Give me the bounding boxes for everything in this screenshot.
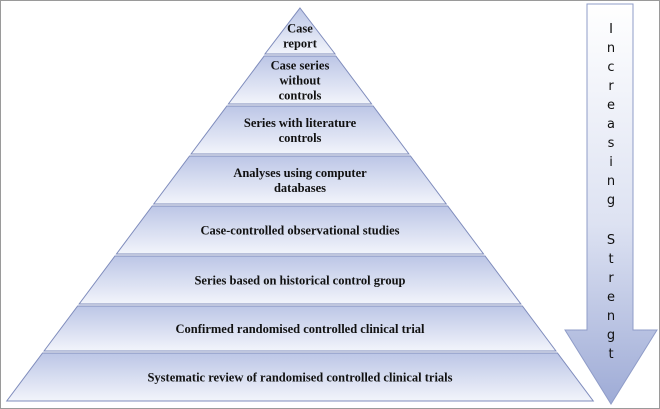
- arrow-letter: c: [607, 60, 614, 75]
- arrow-letter: I: [609, 22, 613, 37]
- tier-label: Confirmed randomised controlled clinical…: [175, 322, 425, 336]
- pyramid-tier: Case-controlled observational studies: [115, 205, 485, 255]
- arrow-letter: e: [607, 98, 615, 113]
- tier-label: Case-controlled observational studies: [200, 224, 399, 238]
- tier-label: Case: [287, 22, 313, 36]
- tier-shape: [115, 205, 485, 255]
- tier-shape: [190, 105, 410, 155]
- arrow-letter: r: [608, 271, 614, 286]
- tier-label: Series with literature: [244, 116, 357, 130]
- arrow-letter: t: [608, 252, 613, 267]
- arrow-letter: n: [607, 309, 615, 324]
- tier-label: report: [283, 37, 318, 51]
- arrow-letter: i: [609, 155, 613, 170]
- pyramid-tier: Confirmed randomised controlled clinical…: [43, 305, 557, 352]
- tier-label: controls: [279, 131, 322, 145]
- tier-shape: [227, 55, 373, 105]
- arrow-letter: g: [607, 193, 615, 208]
- arrow-letter: n: [607, 174, 615, 189]
- pyramid-tier: Series based on historical control group: [78, 255, 522, 305]
- arrow-letter: g: [607, 328, 615, 343]
- tier-shape: [43, 305, 557, 352]
- arrow-letter: a: [607, 117, 615, 132]
- tier-shape: [263, 7, 337, 55]
- arrow-letter: e: [607, 290, 615, 305]
- down-arrow-shape: [564, 3, 658, 405]
- tier-label: without: [280, 74, 322, 88]
- arrow-letter: n: [607, 41, 615, 56]
- tier-label: Case series: [271, 59, 330, 73]
- tier-label: Systematic review of randomised controll…: [147, 371, 452, 385]
- tier-label: Series based on historical control group: [194, 274, 405, 288]
- tier-shape: [152, 155, 448, 205]
- pyramid-tier: Systematic review of randomised controll…: [5, 352, 595, 402]
- arrow-letter: s: [608, 136, 615, 151]
- tier-label: Analyses using computer: [233, 166, 367, 180]
- tier-label: controls: [279, 89, 322, 103]
- tier-shape: [5, 352, 595, 402]
- tier-label: databases: [274, 181, 326, 195]
- arrow-letter: S: [607, 233, 615, 248]
- arrow-letter: t: [608, 347, 613, 362]
- arrow-letter: r: [608, 79, 614, 94]
- tier-shape: [78, 255, 522, 305]
